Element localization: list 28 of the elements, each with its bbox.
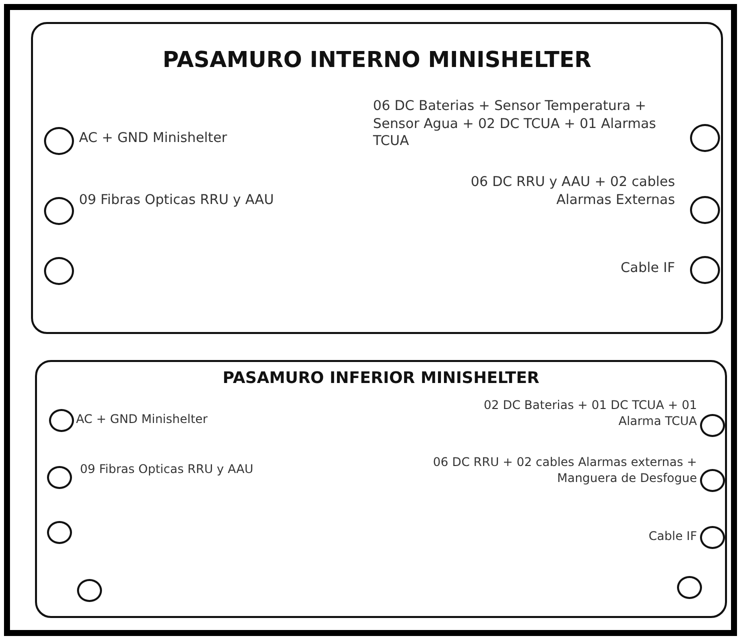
- plate-title: PASAMURO INTERNO MINISHELTER: [162, 48, 592, 73]
- port-label: Cable IF: [648, 529, 697, 545]
- port-label: Cable IF: [620, 260, 675, 278]
- cable-hole: [690, 196, 720, 224]
- plate-title: PASAMURO INFERIOR MINISHELTER: [222, 368, 540, 387]
- cable-hole: [44, 257, 74, 285]
- cable-hole: [44, 127, 74, 155]
- port-label: 09 Fibras Opticas RRU y AAU: [79, 192, 275, 210]
- cable-hole: [690, 256, 720, 284]
- port-label: 02 DC Baterias + 01 DC TCUA + 01 Alarma TCUA: [482, 398, 697, 430]
- port-label: AC + GND Minishelter: [79, 130, 228, 148]
- cable-hole: [690, 124, 720, 152]
- cable-hole: [700, 414, 724, 436]
- cable-hole: [700, 468, 724, 492]
- port-label: AC + GND Minishelter: [76, 412, 209, 428]
- port-label: 06 DC RRU + 02 cables Alarmas externas + Manguera de Desfogue: [432, 455, 697, 486]
- passthrough-plate: [31, 22, 723, 334]
- port-label: 06 DC Baterias + Sensor Temperatura + Sensor Agua + 02 DC TCUA + 01 Alarmas TCUA: [373, 98, 658, 151]
- cable-hole: [700, 526, 724, 548]
- cable-hole: [46, 520, 72, 544]
- cable-hole: [76, 578, 102, 602]
- passthrough-plate: [35, 360, 727, 618]
- cable-hole: [676, 576, 702, 598]
- port-label: 09 Fibras Opticas RRU y AAU: [80, 462, 254, 478]
- cable-hole: [44, 197, 74, 225]
- cable-hole: [46, 466, 72, 488]
- cable-hole: [48, 408, 74, 432]
- port-label: 06 DC RRU y AAU + 02 cables Alarmas Externas: [470, 174, 675, 210]
